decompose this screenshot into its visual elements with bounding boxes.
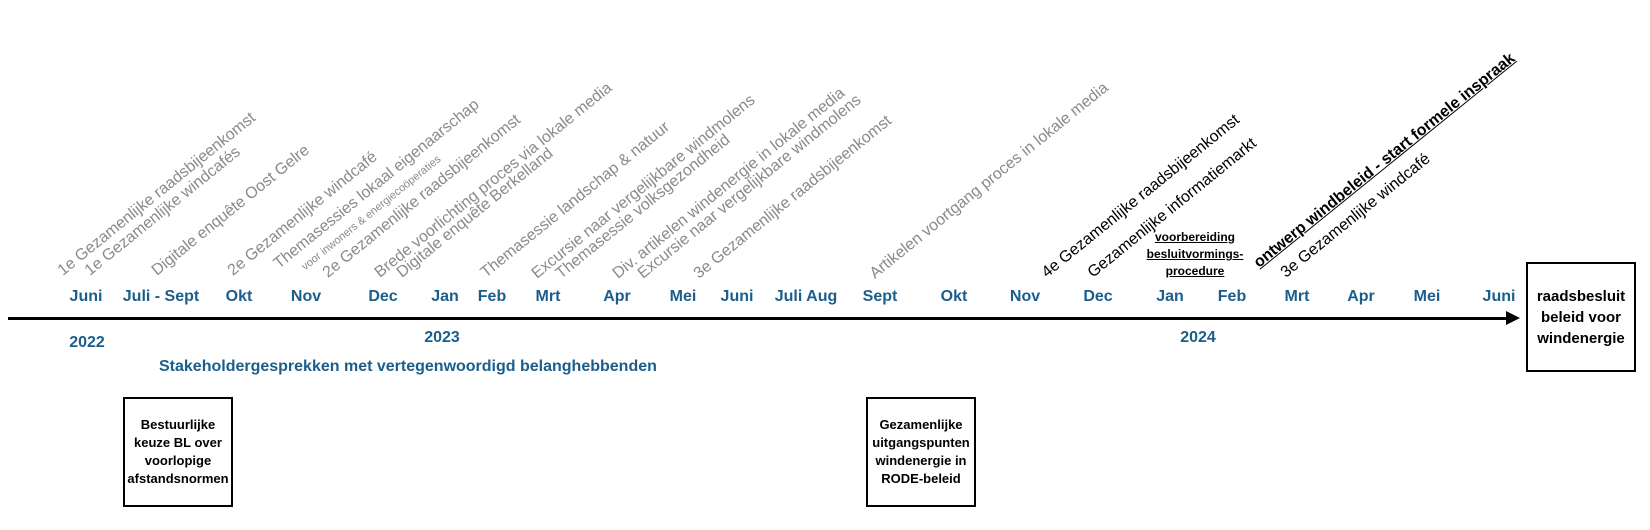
decision-box-text: Gezamenlijke uitgangspunten windenergie … [872, 417, 970, 486]
month-label: Mrt [535, 288, 561, 305]
month-label: Juli - Sept [122, 288, 200, 305]
month-label: Juni [720, 288, 754, 305]
preparation-line: voorbereiding [1154, 230, 1235, 244]
final-decision-box: raadsbesluit beleid voor windenergie [1526, 262, 1636, 372]
month-label: Sept [862, 288, 898, 305]
event-label: ontwerp windbeleid - start formele inspr… [1250, 49, 1519, 272]
year-label: 2022 [69, 334, 105, 351]
year-label: 2024 [1180, 329, 1216, 346]
month-label: Juli Aug [774, 288, 838, 305]
month-label: Okt [225, 288, 253, 305]
month-label: Jan [431, 288, 459, 305]
month-label: Juni [1482, 288, 1516, 305]
month-label: Mei [1413, 288, 1441, 305]
event-label: Digitale enquête Berkelland [393, 144, 557, 282]
timeline-arrowhead-icon [1506, 311, 1520, 325]
decision-box-rode-policy: Gezamenlijke uitgangspunten windenergie … [866, 397, 976, 507]
month-label: Dec [368, 288, 398, 305]
preparation-line: besluitvormings- [1146, 247, 1244, 261]
preparation-line: procedure [1165, 264, 1225, 278]
month-label: Juni [69, 288, 103, 305]
month-label: Mei [669, 288, 697, 305]
month-label: Nov [290, 288, 322, 305]
stakeholder-text: Stakeholdergesprekken met vertegenwoordi… [159, 358, 657, 375]
decision-box-distance-norms: Bestuurlijke keuze BL over voorlopige af… [123, 397, 233, 507]
month-label: Apr [603, 288, 631, 305]
decision-box-text: Bestuurlijke keuze BL over voorlopige af… [127, 417, 229, 486]
month-label: Nov [1009, 288, 1041, 305]
month-label: Jan [1156, 288, 1184, 305]
month-label: Okt [940, 288, 968, 305]
event-label: 1e Gezamenlijke raadsbijeenkomst [54, 109, 259, 280]
month-label: Apr [1347, 288, 1375, 305]
month-label: Feb [1217, 288, 1247, 305]
final-decision-text: raadsbesluit beleid voor windenergie [1536, 287, 1626, 347]
month-label: Feb [477, 288, 507, 305]
year-label: 2023 [424, 329, 460, 346]
month-label: Mrt [1284, 288, 1310, 305]
preparation-note: voorbereiding besluitvormings- procedure [1140, 229, 1250, 280]
month-label: Dec [1083, 288, 1113, 305]
timeline-line [8, 317, 1513, 320]
